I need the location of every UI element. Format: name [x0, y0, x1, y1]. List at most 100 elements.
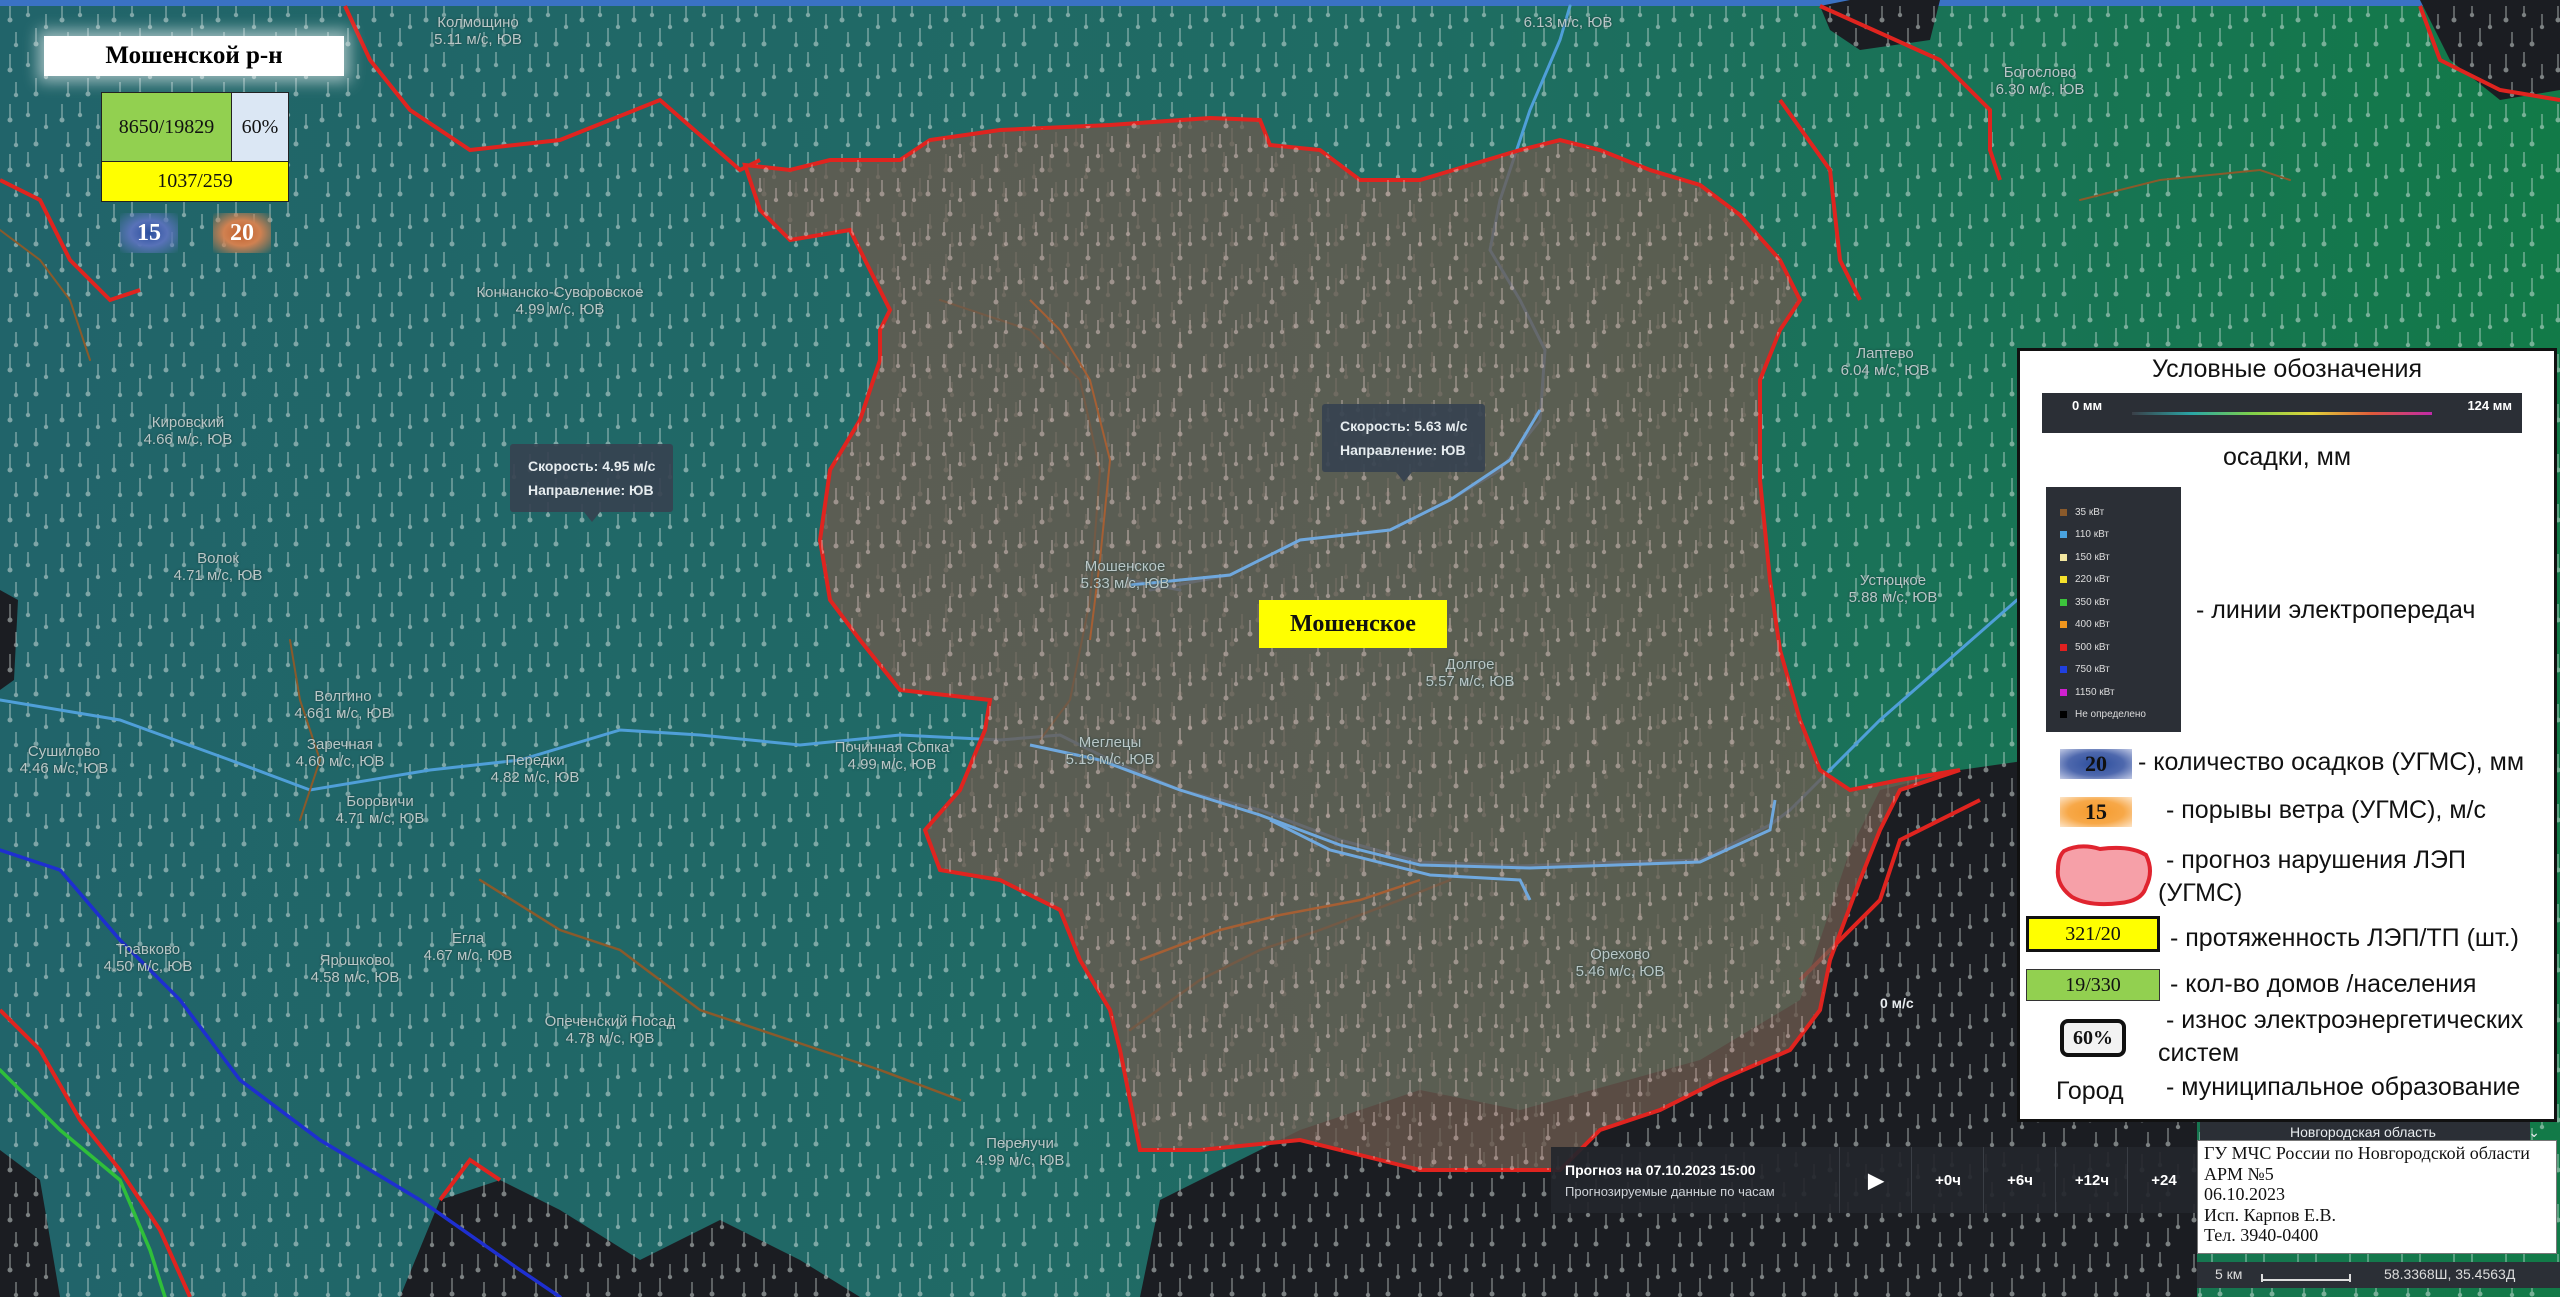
voltage-row: 750 кВт: [2060, 659, 2146, 682]
tooltip-direction: Направление: ЮВ: [528, 482, 654, 498]
step-button[interactable]: +24: [2127, 1147, 2200, 1213]
place-wind: 4.82 м/с, ЮВ: [490, 769, 580, 786]
place-name: Кировский: [151, 414, 225, 431]
houses-desc: - кол-во домов /населения: [2170, 970, 2477, 998]
step-button[interactable]: +6ч: [1983, 1147, 2056, 1213]
place-wind: 6.30 м/с, ЮВ: [1995, 81, 2085, 98]
credits-workstation: АРМ №5: [2204, 1163, 2274, 1184]
length-desc: - протяженность ЛЭП/ТП (шт.): [2170, 924, 2519, 952]
voltage-swatch: [2060, 688, 2067, 696]
forecast-zone-icon: [2055, 844, 2152, 907]
voltage-row: 110 кВт: [2060, 524, 2146, 547]
houses-sample: 19/330: [2026, 969, 2160, 1001]
precip-scale: 0 мм 124 мм: [2042, 393, 2522, 433]
municipality-label[interactable]: Мошенское: [1259, 600, 1447, 648]
place-name: Заречная: [306, 736, 374, 753]
precip-badge: 15: [120, 213, 178, 253]
voltage-label: 1150 кВт: [2075, 686, 2115, 698]
voltage-row: 1150 кВт: [2060, 681, 2146, 704]
voltage-row: 220 кВт: [2060, 569, 2146, 592]
place-name: Лаптево: [1856, 345, 1914, 362]
wear-desc-1: - износ электроэнергетических: [2166, 1006, 2524, 1034]
place-wind: 5.88 м/с, ЮВ: [1848, 589, 1938, 606]
forecast-title: Прогноз на 07.10.2023 15:00: [1565, 1162, 1756, 1178]
voltage-label: 110 кВт: [2075, 529, 2110, 541]
voltage-label: 35 кВт: [2075, 506, 2105, 518]
place-name: Сушилово: [27, 743, 101, 760]
chevron-down-icon: ⌄: [2528, 1124, 2540, 1140]
voltage-label: 220 кВт: [2075, 574, 2110, 586]
voltage-swatch: [2060, 553, 2067, 561]
place-wind: 5.11 м/с, ЮВ: [434, 31, 522, 48]
precip-max-label: 124 мм: [2467, 398, 2512, 413]
place-name: Боровичи: [346, 793, 414, 810]
houses-population-cell: 8650/19829: [101, 92, 232, 162]
length-sample: 321/20: [2026, 916, 2160, 952]
voltage-row: 35 кВт: [2060, 501, 2146, 524]
voltage-row: 350 кВт: [2060, 591, 2146, 614]
wear-sample: 60%: [2060, 1019, 2126, 1057]
place-name: Волгино: [314, 688, 372, 705]
voltage-swatch: [2060, 576, 2067, 584]
voltage-swatch: [2060, 711, 2067, 719]
step-button[interactable]: +0ч: [1911, 1147, 1984, 1213]
tooltip-speed: Скорость: 5.63 м/с: [1340, 418, 1468, 434]
credits-date: 06.10.2023: [2204, 1184, 2285, 1204]
play-button[interactable]: ▶: [1839, 1147, 1912, 1213]
voltage-row: 500 кВт: [2060, 636, 2146, 659]
voltage-row: 400 кВт: [2060, 614, 2146, 637]
voltage-swatch: [2060, 666, 2067, 674]
place-name: Меглецы: [1078, 734, 1142, 751]
place-wind: 4.67 м/с, ЮВ: [423, 947, 513, 964]
forecast-desc-2: (УГМС): [2158, 879, 2243, 907]
place-name: Передки: [505, 752, 565, 769]
place-wind: 4.71 м/с, ЮВ: [173, 567, 263, 584]
gust-sample: 15: [2060, 797, 2132, 827]
voltage-row: 150 кВт: [2060, 546, 2146, 569]
place-wind: 5.19 м/с, ЮВ: [1065, 751, 1155, 768]
place-wind: 4.99 м/с, ЮВ: [847, 756, 937, 773]
place-name: Перелучи: [986, 1135, 1054, 1152]
region-selector[interactable]: Новгородская область ⌄: [2230, 1122, 2540, 1142]
place-wind: 4.99 м/с, ЮВ: [515, 301, 605, 318]
forecast-subtitle: Прогнозируемые данные по часам: [1565, 1184, 1775, 1199]
wear-cell: 60%: [231, 92, 289, 162]
credits-executor: Исп. Карпов Е.В.: [2204, 1204, 2337, 1225]
step-button[interactable]: +12ч: [2055, 1147, 2128, 1213]
voltage-label: 500 кВт: [2075, 641, 2110, 653]
play-icon: ▶: [1868, 1169, 1884, 1192]
voltage-swatch: [2060, 598, 2067, 606]
voltage-label: 750 кВт: [2075, 664, 2110, 676]
wind-tooltip: Скорость: 4.95 м/с Направление: ЮВ: [510, 444, 674, 522]
zone-power-lines: [1029, 409, 1777, 901]
lines-substations-cell: 1037/259: [101, 161, 289, 202]
place-label[interactable]: 6.13 м/с, ЮВ: [1524, 14, 1613, 31]
place-name: Орехово: [1590, 946, 1650, 963]
place-wind: 6.13 м/с, ЮВ: [1523, 14, 1613, 31]
place-name: Богослово: [2003, 64, 2077, 81]
city-desc: - муниципальное образование: [2166, 1073, 2521, 1101]
place-wind: 4.50 м/с, ЮВ: [103, 958, 193, 975]
